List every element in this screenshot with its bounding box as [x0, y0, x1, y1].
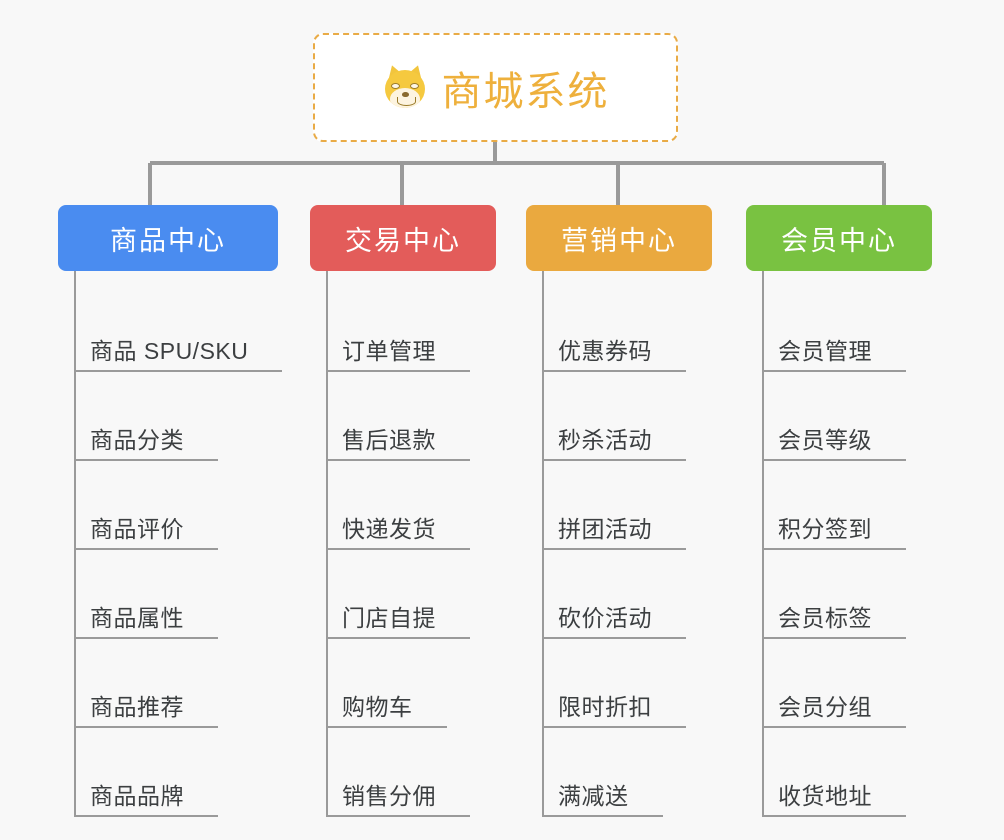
branch-header-label: 商品中心 [110, 225, 226, 256]
list-item[interactable]: 商品属性 [58, 550, 278, 639]
branch-header-label: 营销中心 [561, 225, 677, 256]
root-title: 商城系统 [441, 69, 610, 114]
branch-items-marketing: 优惠券码 秒杀活动 拼团活动 砍价活动 限时折扣 满减送 [526, 271, 712, 817]
branch-items-trade: 订单管理 售后退款 快递发货 门店自提 购物车 销售分佣 [310, 271, 496, 817]
leaf-underline [326, 548, 470, 550]
leaf-underline [542, 815, 663, 817]
leaf-label: 商品推荐 [90, 694, 184, 720]
leaf-label: 会员标签 [778, 605, 872, 631]
branch-column-trade: 交易中心 订单管理 售后退款 快递发货 门店自提 购物车 [310, 205, 496, 817]
list-item[interactable]: 销售分佣 [310, 728, 496, 817]
leaf-underline [762, 370, 906, 372]
branch-trunk [542, 271, 544, 817]
leaf-label: 积分签到 [778, 516, 872, 542]
leaf-label: 快递发货 [342, 516, 436, 542]
leaf-label: 商品属性 [90, 605, 184, 631]
leaf-underline [762, 637, 906, 639]
branch-header-marketing[interactable]: 营销中心 [526, 205, 712, 271]
leaf-label: 销售分佣 [342, 783, 436, 809]
list-item[interactable]: 购物车 [310, 639, 496, 728]
list-item[interactable]: 会员分组 [746, 639, 932, 728]
list-item[interactable]: 商品分类 [58, 372, 278, 461]
branch-header-label: 会员中心 [781, 225, 897, 256]
leaf-label: 秒杀活动 [558, 427, 652, 453]
leaf-underline [326, 370, 470, 372]
list-item[interactable]: 订单管理 [310, 283, 496, 372]
branch-trunk [762, 271, 764, 817]
leaf-underline [542, 370, 686, 372]
list-item[interactable]: 会员等级 [746, 372, 932, 461]
leaf-label: 商品评价 [90, 516, 184, 542]
list-item[interactable]: 商品 SPU/SKU [58, 283, 282, 372]
leaf-underline [326, 815, 470, 817]
leaf-label: 会员管理 [778, 338, 872, 364]
list-item[interactable]: 售后退款 [310, 372, 496, 461]
leaf-underline [74, 370, 282, 372]
branch-header-product[interactable]: 商品中心 [58, 205, 278, 271]
list-item[interactable]: 收货地址 [746, 728, 932, 817]
branch-column-product: 商品中心 商品 SPU/SKU 商品分类 商品评价 商品属性 商品推荐 [58, 205, 282, 817]
list-item[interactable]: 拼团活动 [526, 461, 712, 550]
list-item[interactable]: 商品品牌 [58, 728, 278, 817]
leaf-underline [326, 637, 470, 639]
leaf-label: 购物车 [342, 694, 413, 720]
root-node[interactable]: 商城系统 [313, 33, 678, 142]
leaf-label: 满减送 [558, 783, 629, 809]
leaf-underline [762, 548, 906, 550]
leaf-label: 商品分类 [90, 427, 184, 453]
leaf-underline [74, 726, 218, 728]
leaf-label: 拼团活动 [558, 516, 652, 542]
branch-trunk [326, 271, 328, 817]
dog-face-icon [382, 62, 428, 111]
leaf-underline [74, 637, 218, 639]
leaf-label: 限时折扣 [558, 694, 652, 720]
leaf-label: 售后退款 [342, 427, 436, 453]
leaf-label: 订单管理 [342, 338, 436, 364]
branch-column-member: 会员中心 会员管理 会员等级 积分签到 会员标签 会员分组 [746, 205, 932, 817]
leaf-label: 商品品牌 [90, 783, 184, 809]
list-item[interactable]: 商品评价 [58, 461, 278, 550]
branch-header-label: 交易中心 [345, 225, 461, 256]
branch-items-member: 会员管理 会员等级 积分签到 会员标签 会员分组 收货地址 [746, 271, 932, 817]
list-item[interactable]: 快递发货 [310, 461, 496, 550]
leaf-label: 砍价活动 [558, 605, 652, 631]
leaf-label: 门店自提 [342, 605, 436, 631]
list-item[interactable]: 秒杀活动 [526, 372, 712, 461]
leaf-underline [542, 637, 686, 639]
leaf-label: 优惠券码 [558, 338, 652, 364]
leaf-underline [74, 815, 218, 817]
leaf-underline [762, 459, 906, 461]
leaf-underline [542, 459, 686, 461]
leaf-label: 会员分组 [778, 694, 872, 720]
leaf-underline [542, 548, 686, 550]
leaf-label: 商品 SPU/SKU [90, 338, 249, 364]
leaf-underline [326, 726, 447, 728]
leaf-underline [762, 815, 906, 817]
leaf-label: 收货地址 [778, 783, 872, 809]
list-item[interactable]: 积分签到 [746, 461, 932, 550]
branch-column-marketing: 营销中心 优惠券码 秒杀活动 拼团活动 砍价活动 限时折扣 [526, 205, 712, 817]
leaf-underline [326, 459, 470, 461]
list-item[interactable]: 优惠券码 [526, 283, 712, 372]
branch-header-member[interactable]: 会员中心 [746, 205, 932, 271]
list-item[interactable]: 门店自提 [310, 550, 496, 639]
list-item[interactable]: 会员管理 [746, 283, 932, 372]
branch-trunk [74, 271, 76, 817]
leaf-underline [762, 726, 906, 728]
list-item[interactable]: 会员标签 [746, 550, 932, 639]
leaf-underline [74, 548, 218, 550]
list-item[interactable]: 限时折扣 [526, 639, 712, 728]
branch-items-product: 商品 SPU/SKU 商品分类 商品评价 商品属性 商品推荐 商品品牌 [58, 271, 282, 817]
list-item[interactable]: 满减送 [526, 728, 712, 817]
leaf-underline [74, 459, 218, 461]
list-item[interactable]: 砍价活动 [526, 550, 712, 639]
leaf-label: 会员等级 [778, 427, 872, 453]
list-item[interactable]: 商品推荐 [58, 639, 278, 728]
leaf-underline [542, 726, 686, 728]
branch-header-trade[interactable]: 交易中心 [310, 205, 496, 271]
